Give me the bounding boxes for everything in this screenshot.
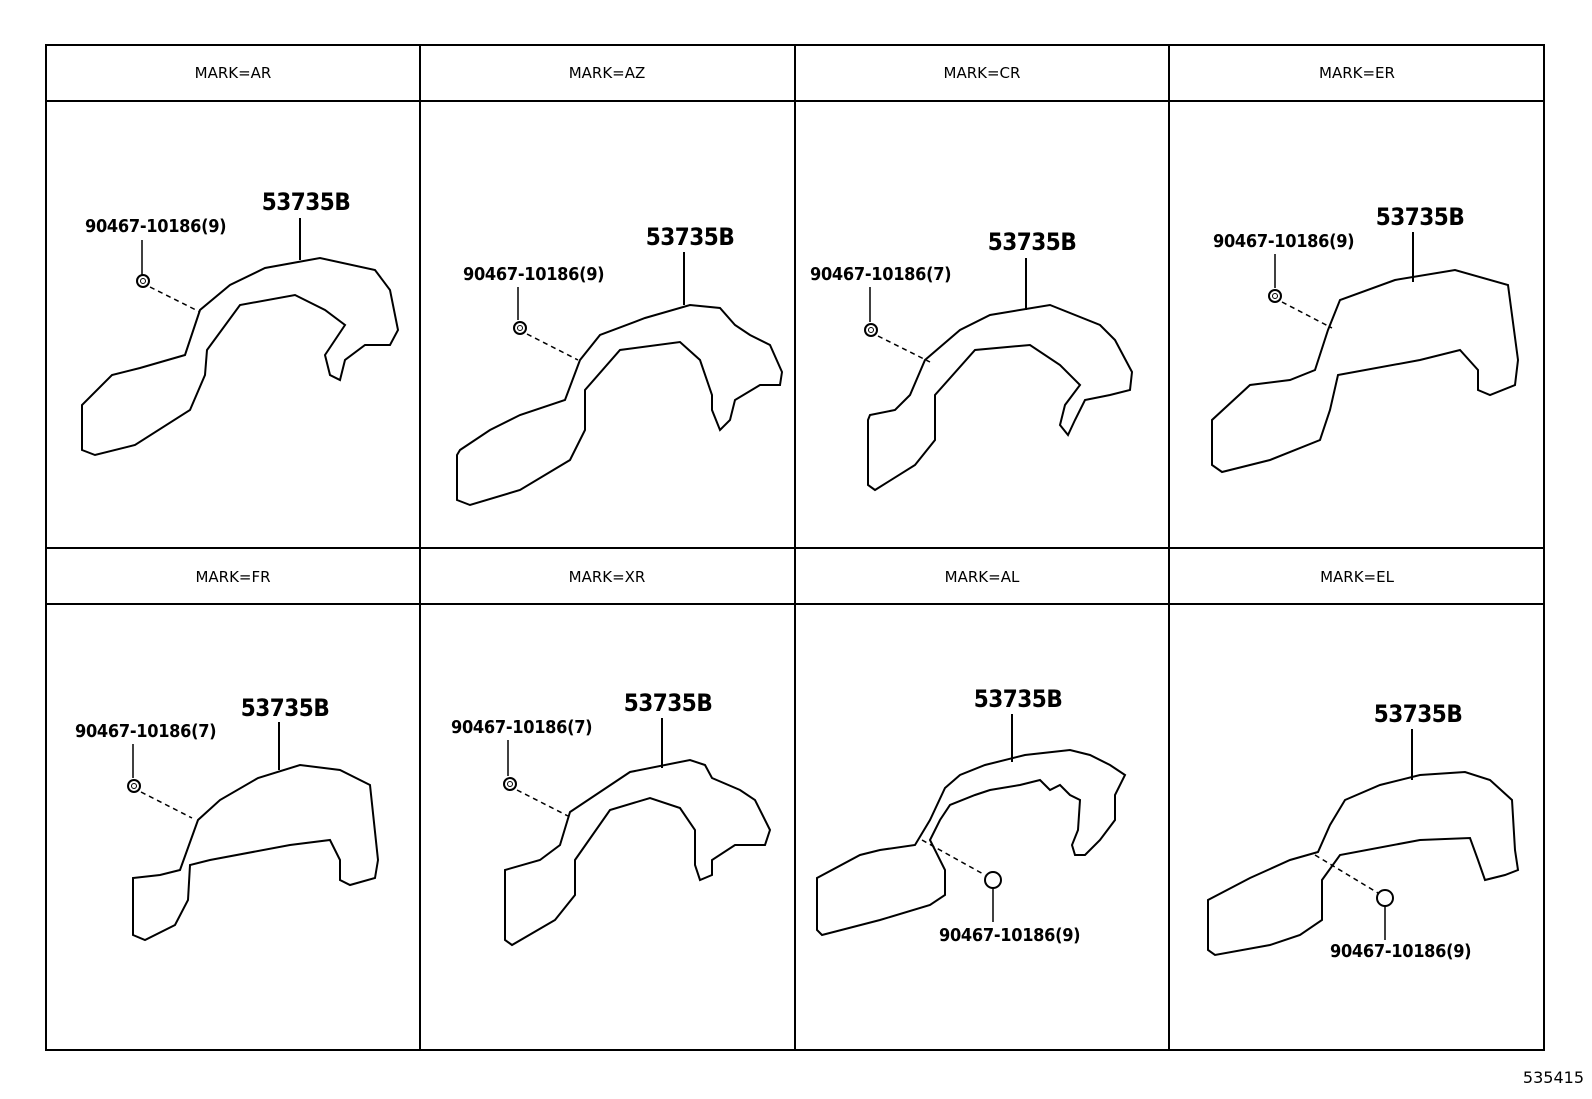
fender-liner-53735b bbox=[867, 303, 1134, 492]
fender-liner-53735b bbox=[456, 303, 784, 507]
clip-part-number: 90467-10186(9) bbox=[85, 216, 226, 237]
mark-label: MARK=AL bbox=[945, 568, 1020, 586]
fender-liner-53735b bbox=[1211, 268, 1520, 474]
panel-mark-er: MARK=ER 53735B 90467-10186(9) bbox=[1211, 64, 1520, 474]
part-number: 53735B bbox=[646, 223, 735, 251]
dashed-leader bbox=[921, 839, 986, 876]
mark-label: MARK=EL bbox=[1320, 568, 1395, 586]
clip-icon bbox=[1376, 889, 1394, 907]
clip-part-number: 90467-10186(9) bbox=[463, 264, 604, 285]
part-number: 53735B bbox=[1374, 700, 1463, 728]
clip-part-number: 90467-10186(7) bbox=[810, 264, 951, 285]
dashed-leader bbox=[1314, 854, 1379, 894]
clip-part-number: 90467-10186(9) bbox=[1213, 231, 1354, 252]
clip-icon bbox=[1268, 289, 1282, 303]
dashed-leader bbox=[149, 286, 201, 313]
panel-mark-el: MARK=EL 53735B 90467-10186(9) bbox=[1207, 568, 1520, 962]
dashed-leader bbox=[140, 791, 193, 819]
part-number: 53735B bbox=[974, 685, 1063, 713]
mark-label: MARK=CR bbox=[944, 64, 1021, 82]
panel-mark-cr: MARK=CR 53735B 90467-10186(7) bbox=[810, 64, 1134, 492]
panel-mark-az: MARK=AZ 53735B 90467-10186(9) bbox=[456, 64, 784, 507]
dashed-leader bbox=[516, 789, 569, 817]
clip-icon bbox=[127, 779, 141, 793]
clip-icon bbox=[513, 321, 527, 335]
dashed-leader bbox=[1281, 301, 1333, 329]
fender-liner-53735b bbox=[816, 748, 1127, 937]
part-number: 53735B bbox=[262, 188, 351, 216]
clip-part-number: 90467-10186(9) bbox=[1330, 941, 1471, 962]
part-number: 53735B bbox=[1376, 203, 1465, 231]
mark-label: MARK=ER bbox=[1319, 64, 1395, 82]
panel-mark-fr: MARK=FR 53735B 90467-10186(7) bbox=[75, 568, 380, 942]
clip-icon bbox=[864, 323, 878, 337]
panel-mark-xr: MARK=XR 53735B 90467-10186(7) bbox=[451, 568, 772, 947]
diagram-reference-number: 535415 bbox=[1522, 1068, 1584, 1087]
fender-liner-53735b bbox=[504, 758, 772, 947]
mark-label: MARK=FR bbox=[195, 568, 270, 586]
clip-icon bbox=[503, 777, 517, 791]
panel-mark-al: MARK=AL 53735B 90467-10186(9) bbox=[816, 568, 1127, 946]
panel-mark-ar: MARK=AR 53735B 90467-10186(9) bbox=[81, 64, 400, 457]
fender-liner-53735b bbox=[1207, 770, 1520, 957]
clip-part-number: 90467-10186(9) bbox=[939, 925, 1080, 946]
fender-liner-53735b bbox=[132, 763, 380, 942]
clip-icon bbox=[136, 274, 150, 288]
mark-label: MARK=AZ bbox=[569, 64, 646, 82]
part-number: 53735B bbox=[988, 228, 1077, 256]
dashed-leader bbox=[877, 335, 931, 363]
fender-liner-53735b bbox=[81, 256, 400, 457]
dashed-leader bbox=[526, 333, 579, 361]
clip-icon bbox=[984, 871, 1002, 889]
clip-part-number: 90467-10186(7) bbox=[75, 721, 216, 742]
clip-part-number: 90467-10186(7) bbox=[451, 717, 592, 738]
part-number: 53735B bbox=[241, 694, 330, 722]
part-number: 53735B bbox=[624, 689, 713, 717]
mark-label: MARK=XR bbox=[569, 568, 646, 586]
mark-label: MARK=AR bbox=[195, 64, 272, 82]
